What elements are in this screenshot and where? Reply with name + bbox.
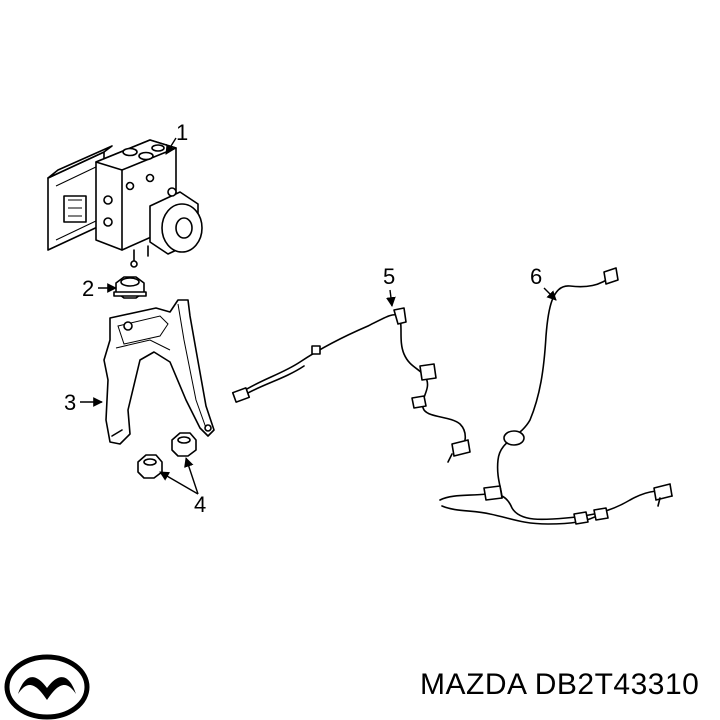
callout-6: 6 — [530, 264, 542, 289]
callout-1: 1 — [176, 120, 188, 145]
callout-4: 4 — [194, 492, 206, 517]
callout-2: 2 — [82, 276, 94, 301]
bracket-part-3 — [103, 299, 215, 445]
wheel-speed-sensor-harness-part-6 — [439, 267, 673, 525]
mazda-logo-icon — [4, 654, 90, 720]
callout-3: 3 — [64, 390, 76, 415]
nuts-part-4 — [137, 432, 197, 479]
callout-labels: 1 2 3 4 5 6 — [64, 120, 542, 517]
wheel-speed-sensor-part-5 — [231, 307, 471, 463]
brand-name: MAZDA — [420, 668, 526, 701]
leader-lines — [80, 137, 557, 495]
flange-nut-part-2 — [113, 276, 147, 299]
abs-hydraulic-unit — [47, 139, 203, 268]
part-number: DB2T43310 — [534, 668, 700, 701]
part-caption: MAZDA DB2T43310 — [420, 668, 699, 702]
callout-5: 5 — [383, 264, 395, 289]
